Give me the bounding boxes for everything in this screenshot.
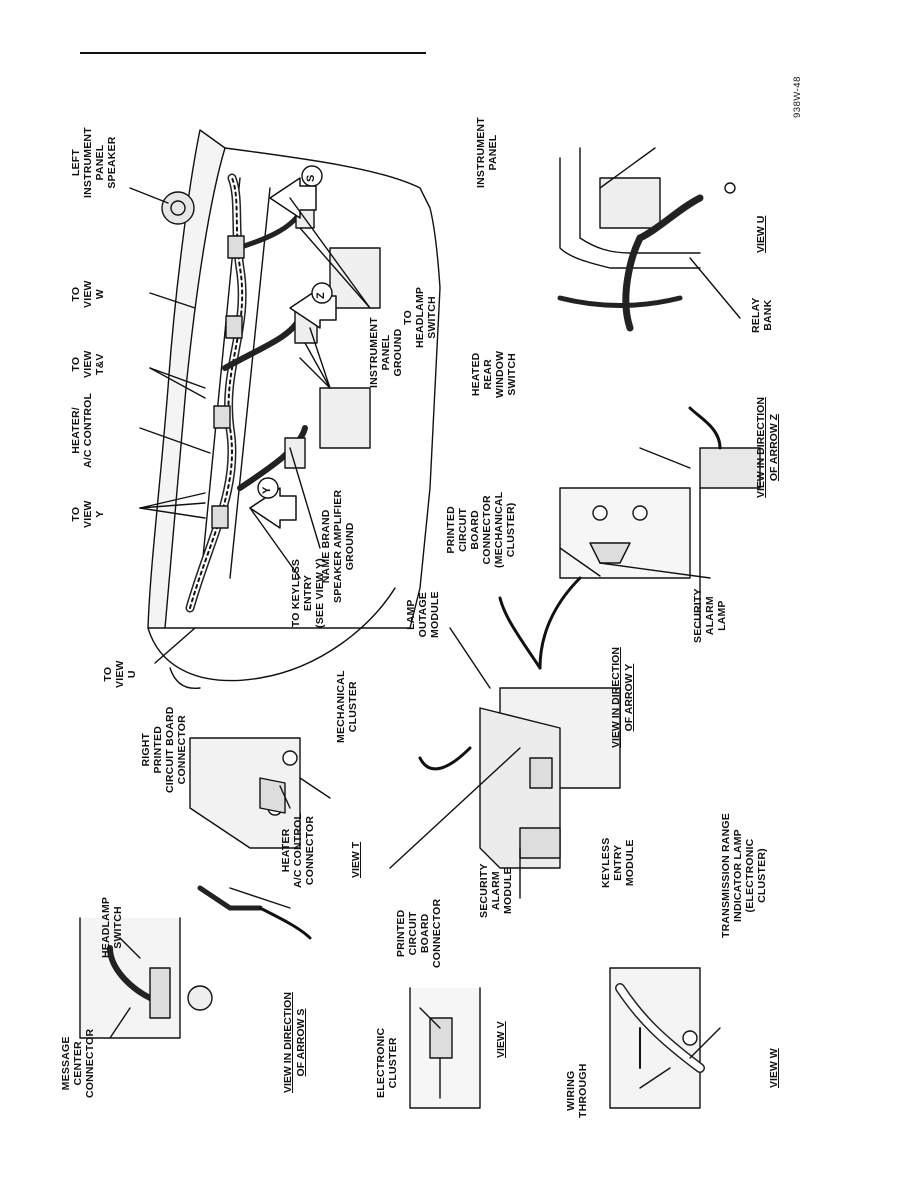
label-electronic-cluster: ELECTRONIC CLUSTER xyxy=(375,1027,399,1098)
label-mechanical-cluster: MECHANICAL CLUSTER xyxy=(335,670,359,743)
label-headlamp-switch: HEADLAMP SWITCH xyxy=(100,896,124,958)
label-left-speaker: LEFT INSTRUMENT PANEL SPEAKER xyxy=(70,127,118,198)
label-pcb-connector-mechanical: PRINTED CIRCUIT BOARD CONNECTOR (MECHANI… xyxy=(445,491,517,568)
caption-view-y: VIEW IN DIRECTION OF ARROW Y xyxy=(610,647,635,748)
view-w-drawing xyxy=(609,967,721,1109)
label-ip-ground: INSTRUMENT PANEL GROUND xyxy=(368,317,404,388)
view-u-drawing xyxy=(557,147,741,332)
view-y-drawing xyxy=(389,576,621,899)
label-to-headlamp-switch: TO HEADLAMP SWITCH xyxy=(402,286,438,348)
label-instrument-panel: INSTRUMENT PANEL xyxy=(475,117,499,188)
view-z-drawing xyxy=(559,406,761,629)
label-trans-range-lamp: TRANSMISSION RANGE INDICATOR LAMP (ELECT… xyxy=(720,813,768,938)
label-security-alarm-module: SECURITY ALARM MODULE xyxy=(478,863,514,918)
label-to-view-y: TO VIEW Y xyxy=(70,500,106,528)
label-heated-rear-window-switch: HEATED REAR WINDOW SWITCH xyxy=(470,350,518,398)
caption-view-w: VIEW W xyxy=(768,1048,780,1088)
arrow-z-icon xyxy=(289,282,337,329)
view-t-drawing xyxy=(189,737,331,940)
view-v-drawing xyxy=(409,987,481,1109)
label-keyless-entry-module: KEYLESS ENTRY MODULE xyxy=(600,837,636,888)
caption-view-u: VIEW U xyxy=(755,215,767,253)
arrow-s-icon xyxy=(269,165,323,219)
label-security-alarm-lamp: SECURITY ALARM LAMP xyxy=(692,588,728,643)
label-to-view-u: TO VIEW U xyxy=(102,660,138,688)
label-name-brand-ground: NAME BRAND SPEAKER AMPLIFIER GROUND xyxy=(320,489,356,603)
label-heater-ac-control: HEATER/ A/C CONTROL xyxy=(70,392,94,468)
label-to-view-w: TO VIEW W xyxy=(70,280,106,308)
caption-view-v: VIEW V xyxy=(495,1021,507,1058)
arrow-z-letter: Z xyxy=(315,292,327,299)
arrow-y-letter: Y xyxy=(261,486,273,494)
label-heater-ac-connector: HEATER A/C CONTROL CONNECTOR xyxy=(280,812,316,888)
caption-view-t: VIEW T xyxy=(350,841,362,878)
label-relay-bank: RELAY BANK xyxy=(750,297,774,333)
label-wiring-through: WIRING THROUGH xyxy=(565,1063,589,1118)
view-s-drawing xyxy=(79,917,213,1039)
arrow-y-icon xyxy=(249,477,297,529)
header-rule xyxy=(80,52,426,54)
label-right-pcb-connector: RIGHT PRINTED CIRCUIT BOARD CONNECTOR xyxy=(140,706,188,793)
figure-id: 938W-48 xyxy=(792,76,803,118)
arrow-s-letter: S xyxy=(305,174,317,182)
instrument-panel-drawing xyxy=(129,129,441,690)
label-pcb-connector: PRINTED CIRCUIT BOARD CONNECTOR xyxy=(395,898,443,968)
label-lamp-outage-module: LAMP OUTAGE MODULE xyxy=(405,591,441,638)
label-message-center-connector: MESSAGE CENTER CONNECTOR xyxy=(60,1028,96,1098)
caption-view-s: VIEW IN DIRECTION OF ARROW S xyxy=(282,992,307,1093)
caption-view-z: VIEW IN DIRECTION OF ARROW Z xyxy=(755,397,780,498)
label-to-view-tv: TO VIEW T&V xyxy=(70,350,106,378)
